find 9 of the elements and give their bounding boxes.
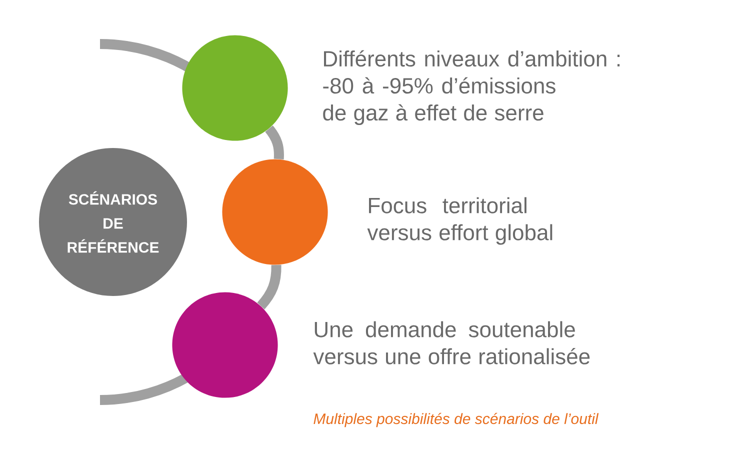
circle-marker — [172, 292, 278, 398]
circle-marker — [222, 159, 328, 265]
connector-arc — [257, 264, 282, 310]
note-text: Multiples possibilités de scénarios de l’outil — [314, 412, 599, 428]
connector-arc — [265, 126, 284, 160]
description-text: Focus territorial versus effort global — [367, 197, 552, 245]
description-text: Différents niveaux d’ambition : -80 à -95% d’émissions de gaz à effet de serre — [323, 50, 620, 125]
circle-marker — [182, 35, 288, 141]
description-text: Une demande soutenable versus une offre rationalisée — [313, 321, 590, 364]
